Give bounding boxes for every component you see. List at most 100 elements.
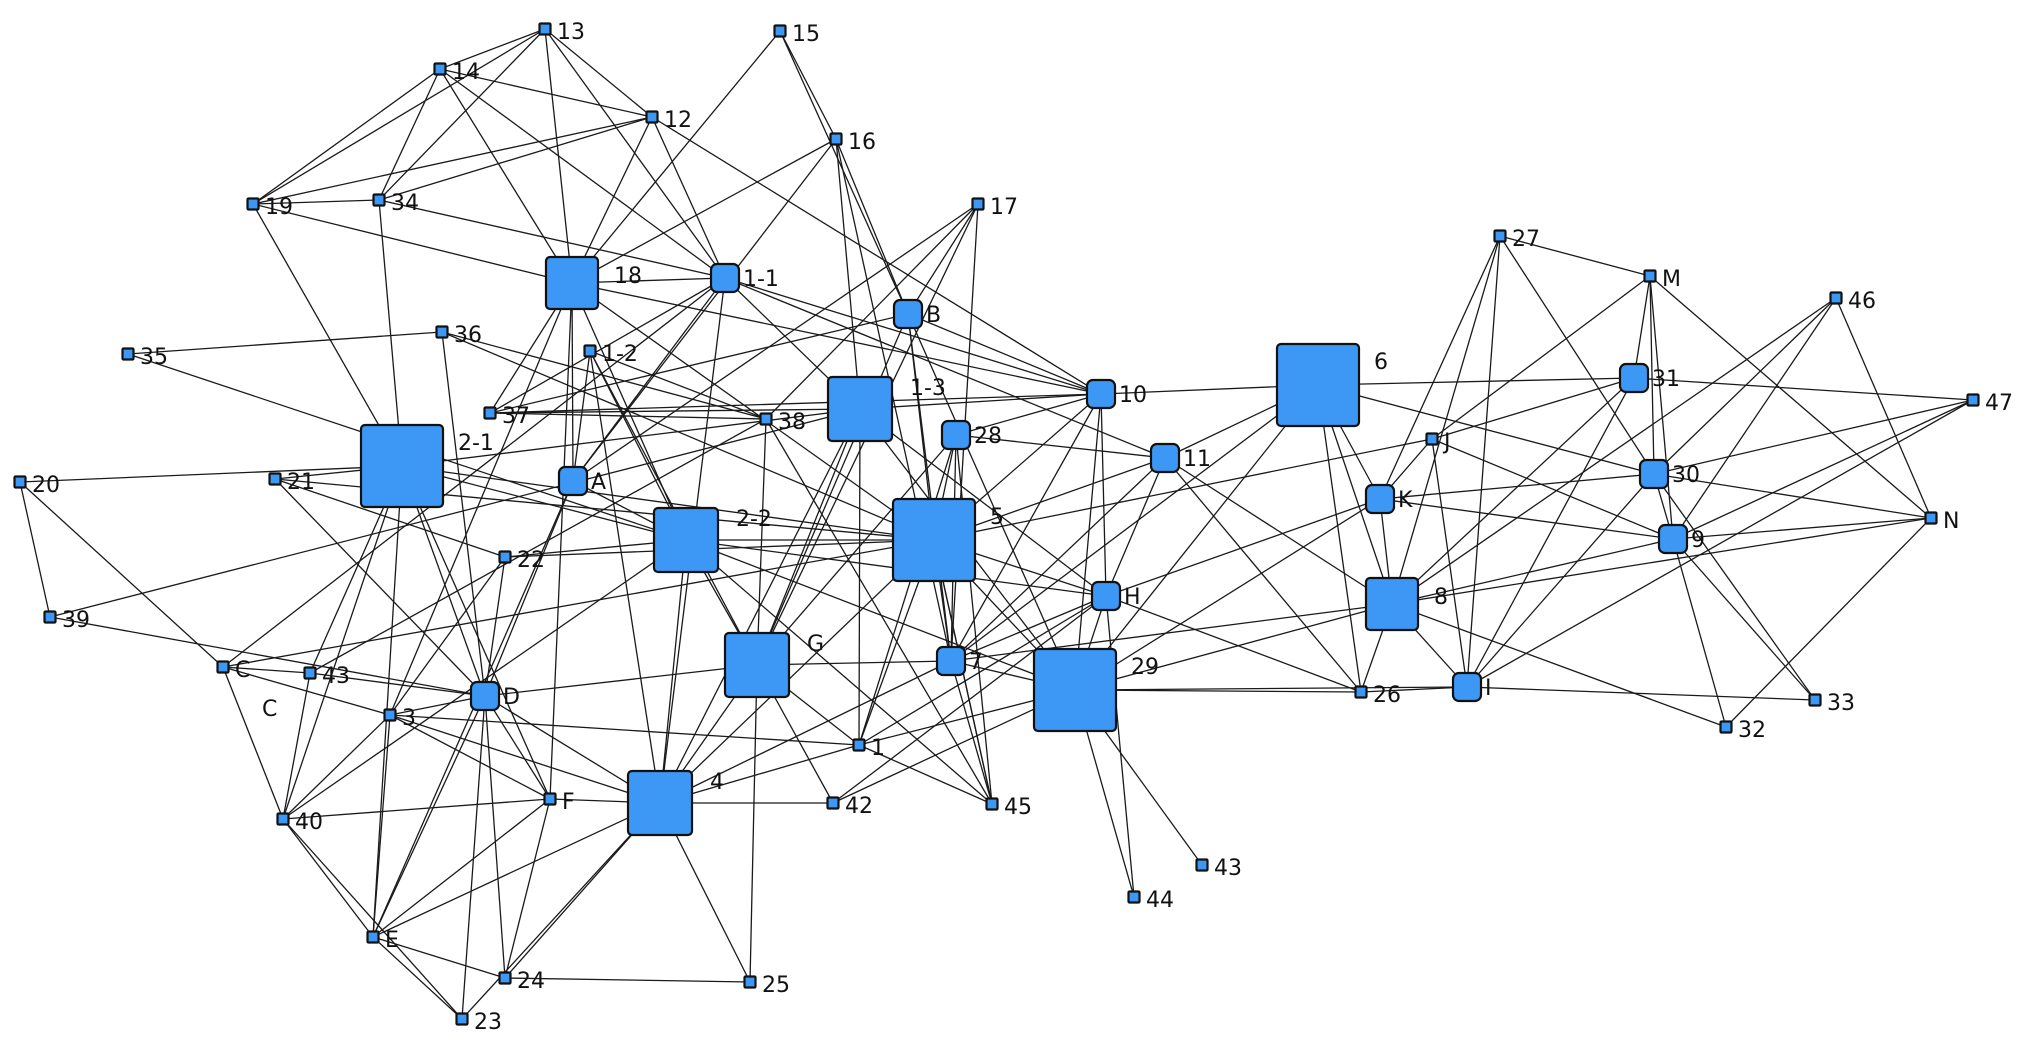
node-18[interactable]: 18 xyxy=(544,255,642,311)
node-box[interactable] xyxy=(1127,890,1141,904)
node-box[interactable] xyxy=(303,666,317,680)
node-box[interactable] xyxy=(1085,378,1117,410)
node-box[interactable] xyxy=(940,419,972,451)
node-box[interactable] xyxy=(483,406,497,420)
node-box[interactable] xyxy=(1364,576,1420,632)
node-43b[interactable]: 43 xyxy=(1195,856,1243,881)
node-box[interactable] xyxy=(723,631,791,699)
node-24[interactable]: 24 xyxy=(498,969,546,994)
node-box[interactable] xyxy=(246,197,260,211)
node-box[interactable] xyxy=(268,472,282,486)
node-box[interactable] xyxy=(826,796,840,810)
node-box[interactable] xyxy=(583,344,597,358)
node-box[interactable] xyxy=(773,24,787,38)
node-box[interactable] xyxy=(1808,693,1822,707)
node-F[interactable]: F xyxy=(543,790,575,815)
node-28[interactable]: 28 xyxy=(940,419,1002,451)
node-10[interactable]: 10 xyxy=(1085,378,1147,410)
node-box[interactable] xyxy=(935,645,967,677)
node-box[interactable] xyxy=(1924,511,1938,525)
node-I[interactable]: I xyxy=(1451,671,1492,703)
node-box[interactable] xyxy=(743,975,757,989)
node-37[interactable]: 37 xyxy=(483,404,531,429)
node-box[interactable] xyxy=(1493,229,1507,243)
node-B[interactable]: B xyxy=(892,298,941,330)
node-box[interactable] xyxy=(1032,647,1118,733)
node-box[interactable] xyxy=(709,262,741,294)
node-box[interactable] xyxy=(1451,671,1483,703)
node-25[interactable]: 25 xyxy=(743,973,791,998)
node-35[interactable]: 35 xyxy=(121,345,169,370)
node-box[interactable] xyxy=(383,708,397,722)
node-box[interactable] xyxy=(498,550,512,564)
node-8[interactable]: 8 xyxy=(1364,576,1448,632)
node-1-1[interactable]: 1-1 xyxy=(709,262,779,294)
node-box[interactable] xyxy=(1090,580,1122,612)
node-box[interactable] xyxy=(1275,342,1361,428)
node-39[interactable]: 39 xyxy=(43,608,91,633)
node-box[interactable] xyxy=(216,660,230,674)
node-box[interactable] xyxy=(276,812,290,826)
node-box[interactable] xyxy=(759,412,773,426)
node-2-1[interactable]: 2-1 xyxy=(359,423,494,509)
node-box[interactable] xyxy=(359,423,445,509)
node-33[interactable]: 33 xyxy=(1808,691,1856,716)
node-box[interactable] xyxy=(1719,720,1733,734)
node-2-2[interactable]: 2-2 xyxy=(652,506,772,574)
node-38[interactable]: 38 xyxy=(759,410,807,435)
node-box[interactable] xyxy=(1195,858,1209,872)
node-20[interactable]: 20 xyxy=(13,473,61,498)
node-4[interactable]: 4 xyxy=(626,769,724,837)
node-box[interactable] xyxy=(892,298,924,330)
node-7[interactable]: 7 xyxy=(935,645,983,677)
node-5[interactable]: 5 xyxy=(891,497,1004,583)
node-box[interactable] xyxy=(366,930,380,944)
node-23[interactable]: 23 xyxy=(455,1010,503,1035)
node-3[interactable]: 3 xyxy=(383,706,417,731)
node-box[interactable] xyxy=(1618,362,1650,394)
node-21[interactable]: 21 xyxy=(268,470,316,495)
node-box[interactable] xyxy=(372,193,386,207)
node-15[interactable]: 15 xyxy=(773,22,821,47)
node-31[interactable]: 31 xyxy=(1618,362,1680,394)
node-22[interactable]: 22 xyxy=(498,548,546,573)
node-44[interactable]: 44 xyxy=(1127,888,1175,913)
node-16[interactable]: 16 xyxy=(829,130,877,155)
node-box[interactable] xyxy=(1657,523,1689,555)
node-43a[interactable]: 43 xyxy=(303,664,351,689)
node-N[interactable]: N xyxy=(1924,509,1960,534)
node-K[interactable]: K xyxy=(1364,483,1413,515)
node-box[interactable] xyxy=(1966,393,1980,407)
node-box[interactable] xyxy=(1149,442,1181,474)
node-27[interactable]: 27 xyxy=(1493,227,1541,252)
node-box[interactable] xyxy=(985,797,999,811)
node-box[interactable] xyxy=(469,680,501,712)
node-C[interactable]: C xyxy=(216,658,251,683)
node-box[interactable] xyxy=(498,971,512,985)
node-box[interactable] xyxy=(455,1012,469,1026)
node-46[interactable]: 46 xyxy=(1829,289,1877,314)
node-26[interactable]: 26 xyxy=(1354,683,1402,708)
node-29[interactable]: 29 xyxy=(1032,647,1159,733)
node-19[interactable]: 19 xyxy=(246,195,294,220)
node-D[interactable]: D xyxy=(469,680,520,712)
node-M[interactable]: M xyxy=(1643,267,1681,292)
node-box[interactable] xyxy=(13,475,27,489)
node-H[interactable]: H xyxy=(1090,580,1141,612)
node-14[interactable]: 14 xyxy=(433,60,481,85)
node-13[interactable]: 13 xyxy=(538,20,586,45)
node-1-2[interactable]: 1-2 xyxy=(583,342,638,367)
node-6[interactable]: 6 xyxy=(1275,342,1388,428)
node-box[interactable] xyxy=(43,610,57,624)
node-box[interactable] xyxy=(435,325,449,339)
node-40[interactable]: 40 xyxy=(276,810,324,835)
node-42[interactable]: 42 xyxy=(826,794,874,819)
node-G[interactable]: G xyxy=(723,631,824,699)
node-12[interactable]: 12 xyxy=(645,108,693,133)
node-47[interactable]: 47 xyxy=(1966,391,2014,416)
node-11[interactable]: 11 xyxy=(1149,442,1211,474)
node-34[interactable]: 34 xyxy=(372,191,420,216)
node-box[interactable] xyxy=(1364,483,1396,515)
node-box[interactable] xyxy=(645,110,659,124)
node-box[interactable] xyxy=(852,738,866,752)
